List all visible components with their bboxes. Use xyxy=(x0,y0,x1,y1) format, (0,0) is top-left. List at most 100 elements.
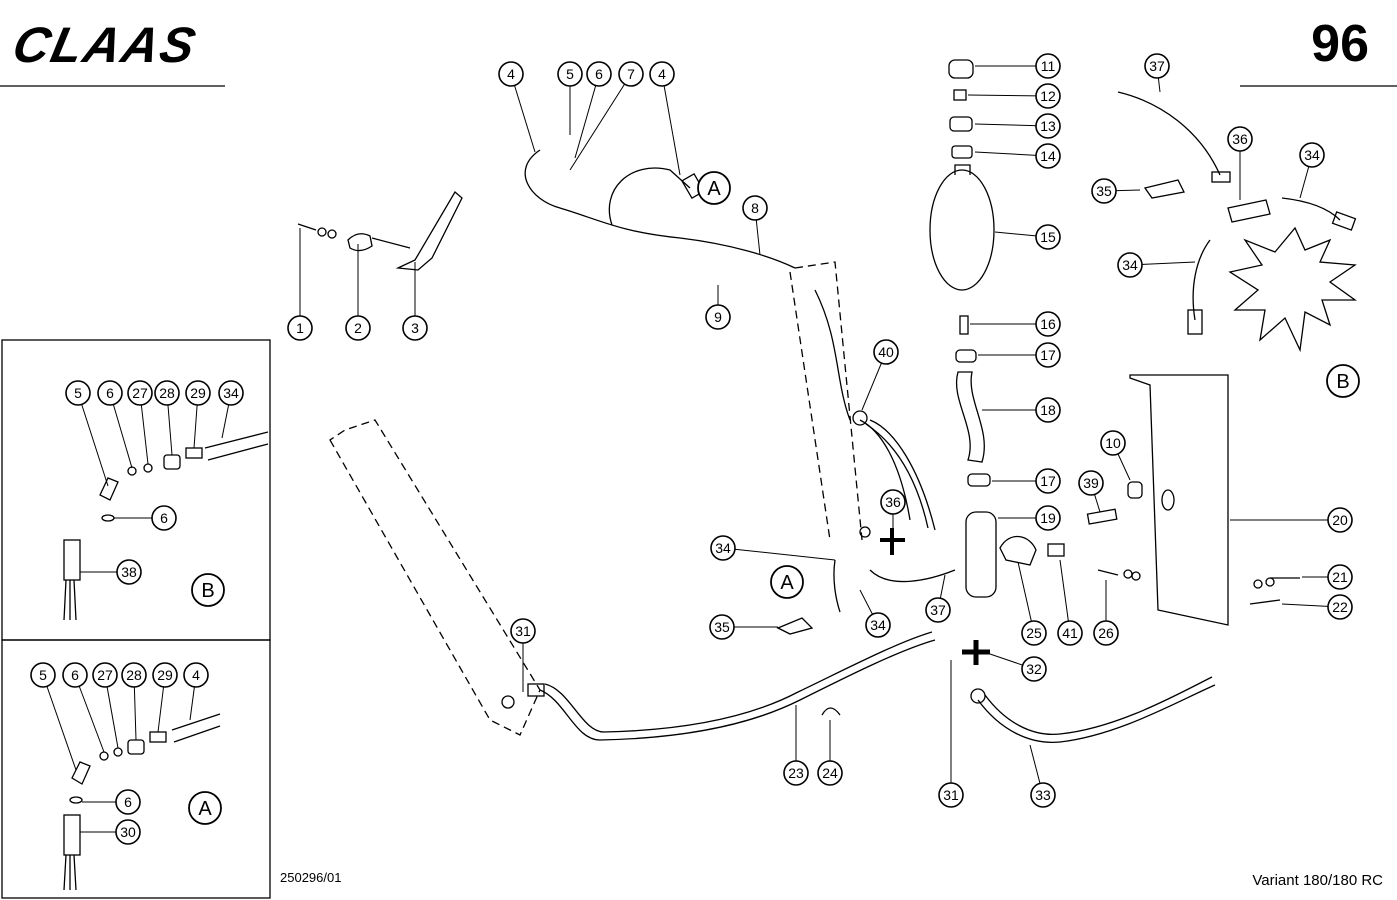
part-callout: 18 xyxy=(1040,402,1056,418)
callout-circle xyxy=(30,662,56,688)
hose-33 xyxy=(977,684,1216,744)
filter-19 xyxy=(965,511,997,598)
model-name: Variant 180/180 RC xyxy=(1252,872,1383,889)
mounting-bracket xyxy=(1129,374,1229,626)
callout-circle xyxy=(1327,507,1353,533)
part-callout: 34 xyxy=(870,617,886,633)
view-label: A xyxy=(707,178,721,200)
callout-circle xyxy=(97,380,123,406)
part-callout: 24 xyxy=(822,765,838,781)
inset-b-callout: 27 xyxy=(132,385,148,401)
leader-line xyxy=(569,73,632,171)
callout-circle xyxy=(185,380,211,406)
part-callout: 36 xyxy=(885,494,901,510)
callout-circle xyxy=(1093,620,1119,646)
view-label: B xyxy=(201,580,214,602)
callout-circle xyxy=(62,662,88,688)
callout-circle xyxy=(115,819,141,845)
inset-b-callout: 6 xyxy=(160,510,168,526)
part-callout: 26 xyxy=(1098,625,1114,641)
leader-line xyxy=(661,73,681,176)
inset-b-callout: 38 xyxy=(121,564,137,580)
inset-a-callout: 29 xyxy=(157,667,173,683)
part-callout: 22 xyxy=(1332,599,1348,615)
callout-circle xyxy=(345,315,371,341)
view-label-circle xyxy=(188,791,222,825)
inset-b-callout: 34 xyxy=(223,385,239,401)
callout-circle xyxy=(1327,564,1353,590)
part-callout: 5 xyxy=(566,66,574,82)
part-callout: 8 xyxy=(751,200,759,216)
callout-circle xyxy=(865,612,891,638)
callout-circle xyxy=(873,339,899,365)
callout-circle xyxy=(783,760,809,786)
page-number: 96 xyxy=(1311,15,1369,73)
harness-cable xyxy=(524,149,796,269)
part-callout: 1 xyxy=(296,320,304,336)
part-callout: 3 xyxy=(411,320,419,336)
callout-circle xyxy=(1035,113,1061,139)
view-label: A xyxy=(198,798,212,820)
part-callout: 12 xyxy=(1040,88,1056,104)
part-callout: 6 xyxy=(595,66,603,82)
view-label-circle xyxy=(191,573,225,607)
callout-circle xyxy=(649,61,675,87)
callout-circle xyxy=(938,782,964,808)
part-callout: 34 xyxy=(1122,257,1138,273)
inset-b-callout: 29 xyxy=(190,385,206,401)
inset-b-callout: 6 xyxy=(106,385,114,401)
callout-circle xyxy=(1035,468,1061,494)
callout-circle xyxy=(1035,311,1061,337)
callout-circle xyxy=(92,662,118,688)
callout-circle xyxy=(1035,342,1061,368)
inset-a-callout: 28 xyxy=(126,667,142,683)
view-label-circle xyxy=(1326,364,1360,398)
inset-a-callout: 4 xyxy=(192,667,200,683)
callout-circle xyxy=(1117,252,1143,278)
part-callout: 41 xyxy=(1062,625,1078,641)
part-callout: 13 xyxy=(1040,118,1056,134)
callout-circle xyxy=(618,61,644,87)
part-callout: 4 xyxy=(658,66,666,82)
callout-circle xyxy=(742,195,768,221)
part-callout: 4 xyxy=(507,66,515,82)
callout-circle xyxy=(1227,126,1253,152)
callout-circle xyxy=(154,380,180,406)
callout-circle xyxy=(1078,470,1104,496)
part-callout: 17 xyxy=(1040,473,1056,489)
callout-circle xyxy=(116,559,142,585)
part-callout: 21 xyxy=(1332,569,1348,585)
callout-circle xyxy=(1035,143,1061,169)
leader-line xyxy=(722,547,836,561)
part-callout: 23 xyxy=(788,765,804,781)
part-callout: 14 xyxy=(1040,148,1056,164)
callout-circle xyxy=(1035,224,1061,250)
callout-circle xyxy=(709,614,735,640)
callout-circle xyxy=(1035,505,1061,531)
callout-circle xyxy=(115,789,141,815)
callout-circle xyxy=(1021,656,1047,682)
inset-a-callout: 27 xyxy=(97,667,113,683)
part-callout: 17 xyxy=(1040,347,1056,363)
callout-circle xyxy=(1100,430,1126,456)
callout-circle xyxy=(65,380,91,406)
callout-circle xyxy=(183,662,209,688)
callout-circle xyxy=(880,489,906,515)
inset-a-frame xyxy=(1,639,271,899)
part-callout: 19 xyxy=(1040,510,1056,526)
part-callout: 34 xyxy=(1304,147,1320,163)
part-callout: 34 xyxy=(715,540,731,556)
callout-circle xyxy=(1327,594,1353,620)
callout-circle xyxy=(1035,397,1061,423)
callout-circle xyxy=(1091,178,1117,204)
inset-a-callout: 6 xyxy=(71,667,79,683)
callout-circle xyxy=(705,304,731,330)
callout-circle xyxy=(817,760,843,786)
view-label: A xyxy=(780,572,794,594)
part-callout: 31 xyxy=(943,787,959,803)
part-callout: 25 xyxy=(1026,625,1042,641)
callout-circle xyxy=(152,662,178,688)
part-callout: 37 xyxy=(1149,58,1165,74)
callout-circle xyxy=(1021,620,1047,646)
